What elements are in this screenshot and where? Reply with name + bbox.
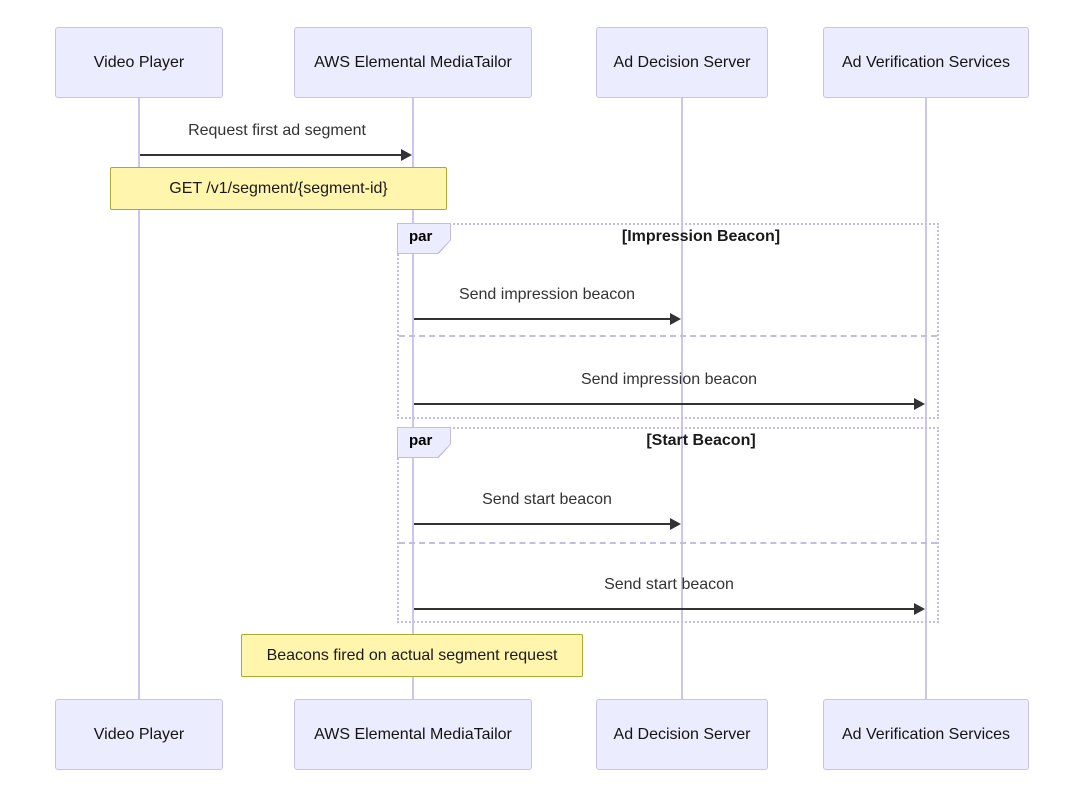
actor-top-ad-decision-server: Ad Decision Server	[596, 27, 768, 98]
message-arrow	[414, 398, 925, 410]
actor-label: Ad Verification Services	[841, 53, 1011, 71]
arrowhead	[914, 603, 925, 615]
actor-bottom-video-player: Video Player	[55, 699, 223, 770]
message-arrow	[414, 313, 681, 325]
par-block-impression-beacon: par [Impression Beacon]	[397, 223, 939, 419]
note-get-segment: GET /v1/segment/{segment-id}	[110, 167, 447, 210]
message-arrow	[414, 603, 925, 615]
actor-bottom-mediatailor: AWS Elemental MediaTailor	[294, 699, 532, 770]
actor-bottom-ad-decision-server: Ad Decision Server	[596, 699, 768, 770]
actor-label: AWS Elemental MediaTailor	[314, 53, 512, 71]
par-tag: par	[397, 427, 451, 458]
par-keyword: par	[409, 228, 433, 245]
note-label: Beacons fired on actual segment request	[266, 646, 558, 664]
actor-top-video-player: Video Player	[55, 27, 223, 98]
actor-bottom-ad-verification-services: Ad Verification Services	[823, 699, 1029, 770]
arrowhead	[914, 398, 925, 410]
par-divider	[399, 542, 937, 544]
message-arrow	[414, 518, 681, 530]
actor-top-mediatailor: AWS Elemental MediaTailor	[294, 27, 532, 98]
par-condition: [Start Beacon]	[646, 432, 756, 449]
lifeline-ad-decision-server	[681, 98, 683, 699]
lifeline-video-player	[138, 98, 140, 699]
note-label: GET /v1/segment/{segment-id}	[169, 179, 388, 197]
actor-label: Video Player	[93, 53, 185, 71]
message-label: Send impression beacon	[458, 286, 636, 303]
actor-label: Ad Decision Server	[613, 53, 751, 71]
actor-top-ad-verification-services: Ad Verification Services	[823, 27, 1029, 98]
actor-label: Video Player	[93, 725, 185, 743]
arrowhead	[670, 313, 681, 325]
arrowhead	[670, 518, 681, 530]
par-tag-fill	[398, 224, 450, 253]
par-tag: par	[397, 223, 451, 254]
message-arrow	[140, 149, 412, 161]
message-label: Send start beacon	[482, 491, 612, 508]
message-label: Request first ad segment	[188, 122, 366, 139]
par-tag-fill	[398, 428, 450, 457]
note-beacons-fired: Beacons fired on actual segment request	[241, 634, 583, 677]
actor-label: Ad Decision Server	[613, 725, 751, 743]
lifeline-mediatailor	[412, 98, 414, 699]
message-label: Send start beacon	[604, 576, 734, 593]
lifeline-ad-verification-services	[925, 98, 927, 699]
message-label: Send impression beacon	[580, 371, 758, 388]
arrowhead	[401, 149, 412, 161]
actor-label: AWS Elemental MediaTailor	[314, 725, 512, 743]
actor-label: Ad Verification Services	[841, 725, 1011, 743]
par-divider	[399, 335, 937, 337]
par-condition: [Impression Beacon]	[621, 228, 781, 245]
par-keyword: par	[409, 432, 433, 449]
par-block-start-beacon: par [Start Beacon]	[397, 427, 939, 623]
